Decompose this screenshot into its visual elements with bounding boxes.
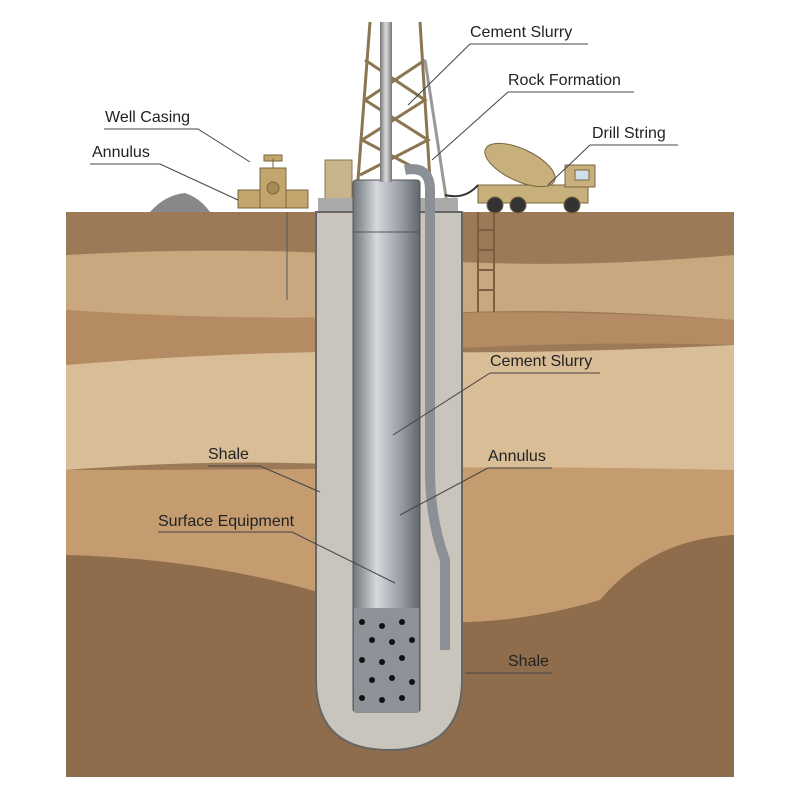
- rock-pile: [150, 193, 210, 212]
- leader-lines: [90, 43, 678, 674]
- ladder: [477, 212, 495, 312]
- label-cement-slurry-top: Cement Slurry: [470, 24, 573, 41]
- drilling-derrick: [356, 21, 450, 211]
- label-well-casing: Well Casing: [105, 109, 191, 126]
- label-annulus-top: Annulus: [92, 144, 150, 161]
- label-surface-equipment: Surface Equipment: [158, 513, 295, 530]
- drill-pipe: [380, 22, 392, 182]
- cement-mixer-truck: [444, 142, 596, 214]
- label-shale-left: Shale: [208, 446, 249, 463]
- perforations: [359, 619, 415, 703]
- label-annulus-mid: Annulus: [488, 448, 546, 465]
- cement-line-pipe: [404, 164, 450, 650]
- label-cement-slurry-mid: Cement Slurry: [490, 353, 593, 370]
- wellhead-valve: [237, 154, 309, 209]
- label-rock-formation: Rock Formation: [508, 72, 621, 89]
- label-shale-bottom: Shale: [508, 653, 549, 670]
- label-drill-string: Drill String: [592, 125, 666, 142]
